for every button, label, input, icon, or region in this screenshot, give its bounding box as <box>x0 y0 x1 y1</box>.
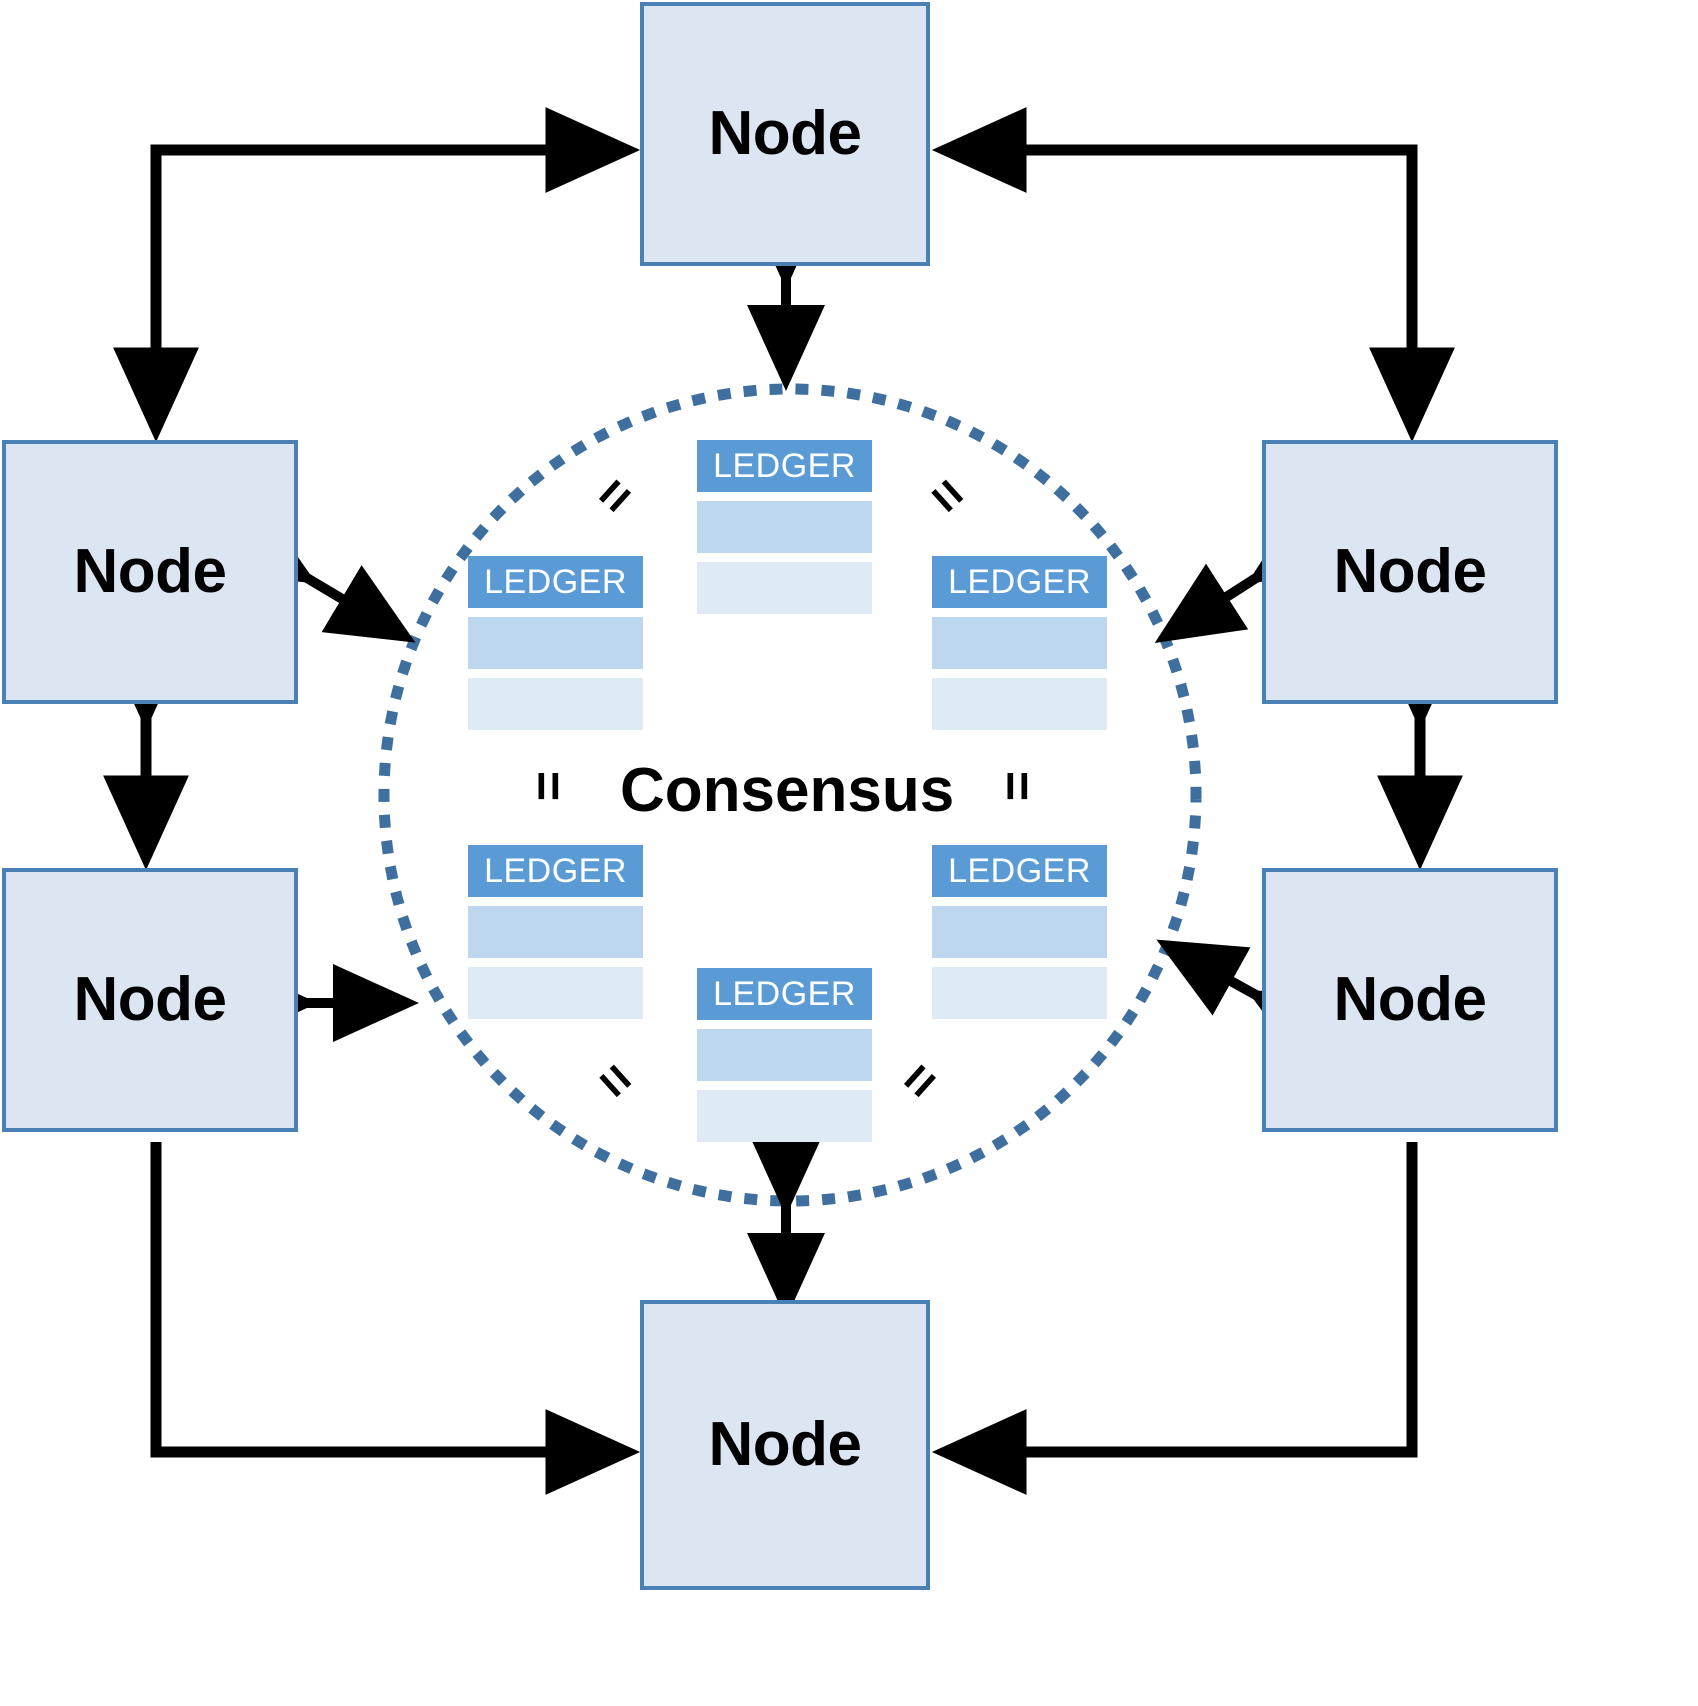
connector-rightlower-to-circle <box>1156 939 1341 1066</box>
ledger-header: LEDGER <box>468 845 643 897</box>
node-label: Node <box>1333 965 1488 1034</box>
node-left-lower[interactable]: Node <box>2 868 298 1132</box>
equals-mark-bottom-left: = <box>583 1050 647 1112</box>
ledger-row-2 <box>932 967 1107 1019</box>
equals-mark-mid-right: = <box>988 770 1047 802</box>
connector-bottomright-elbow <box>931 1142 1418 1495</box>
ledger-row-1 <box>697 501 872 553</box>
equals-mark-top-left: = <box>583 465 647 527</box>
node-label: Node <box>708 1410 863 1479</box>
ledger-top: LEDGER <box>697 440 872 614</box>
ledger-row-2 <box>697 1090 872 1142</box>
ledger-upper-right: LEDGER <box>932 556 1107 730</box>
equals-mark-top-right: = <box>915 465 979 527</box>
ledger-header: LEDGER <box>932 845 1107 897</box>
ledger-row-2 <box>697 562 872 614</box>
ledger-row-1 <box>932 617 1107 669</box>
node-top[interactable]: Node <box>640 2 930 266</box>
ledger-row-2 <box>468 678 643 730</box>
ledger-row-2 <box>932 678 1107 730</box>
ledger-lower-left: LEDGER <box>468 845 643 1019</box>
node-label: Node <box>1333 537 1488 606</box>
ledger-header: LEDGER <box>468 556 643 608</box>
ledger-header: LEDGER <box>697 968 872 1020</box>
consensus-label: Consensus <box>620 756 955 825</box>
ledger-bottom: LEDGER <box>697 968 872 1142</box>
ledger-row-1 <box>468 906 643 958</box>
equals-mark-bottom-right: = <box>888 1050 952 1112</box>
node-label: Node <box>73 965 228 1034</box>
ledger-header: LEDGER <box>697 440 872 492</box>
ledger-upper-left: LEDGER <box>468 556 643 730</box>
node-bottom[interactable]: Node <box>640 1300 930 1590</box>
node-label: Node <box>73 537 228 606</box>
ledger-row-2 <box>468 967 643 1019</box>
node-right-lower[interactable]: Node <box>1262 868 1558 1132</box>
ledger-header: LEDGER <box>932 556 1107 608</box>
ledger-lower-right: LEDGER <box>932 845 1107 1019</box>
node-right-upper[interactable]: Node <box>1262 440 1558 704</box>
ledger-row-1 <box>932 906 1107 958</box>
connector-topright-elbow <box>931 107 1455 443</box>
node-label: Node <box>708 99 863 168</box>
node-left-upper[interactable]: Node <box>2 440 298 704</box>
equals-mark-mid-left: = <box>519 770 578 802</box>
connector-bottomleft-elbow <box>150 1142 641 1495</box>
connector-rightupper-to-circle <box>1154 504 1341 643</box>
connector-leftupper-to-circle <box>222 506 416 643</box>
ledger-row-1 <box>468 617 643 669</box>
ledger-row-1 <box>697 1029 872 1081</box>
connector-topleft-elbow <box>113 107 641 443</box>
